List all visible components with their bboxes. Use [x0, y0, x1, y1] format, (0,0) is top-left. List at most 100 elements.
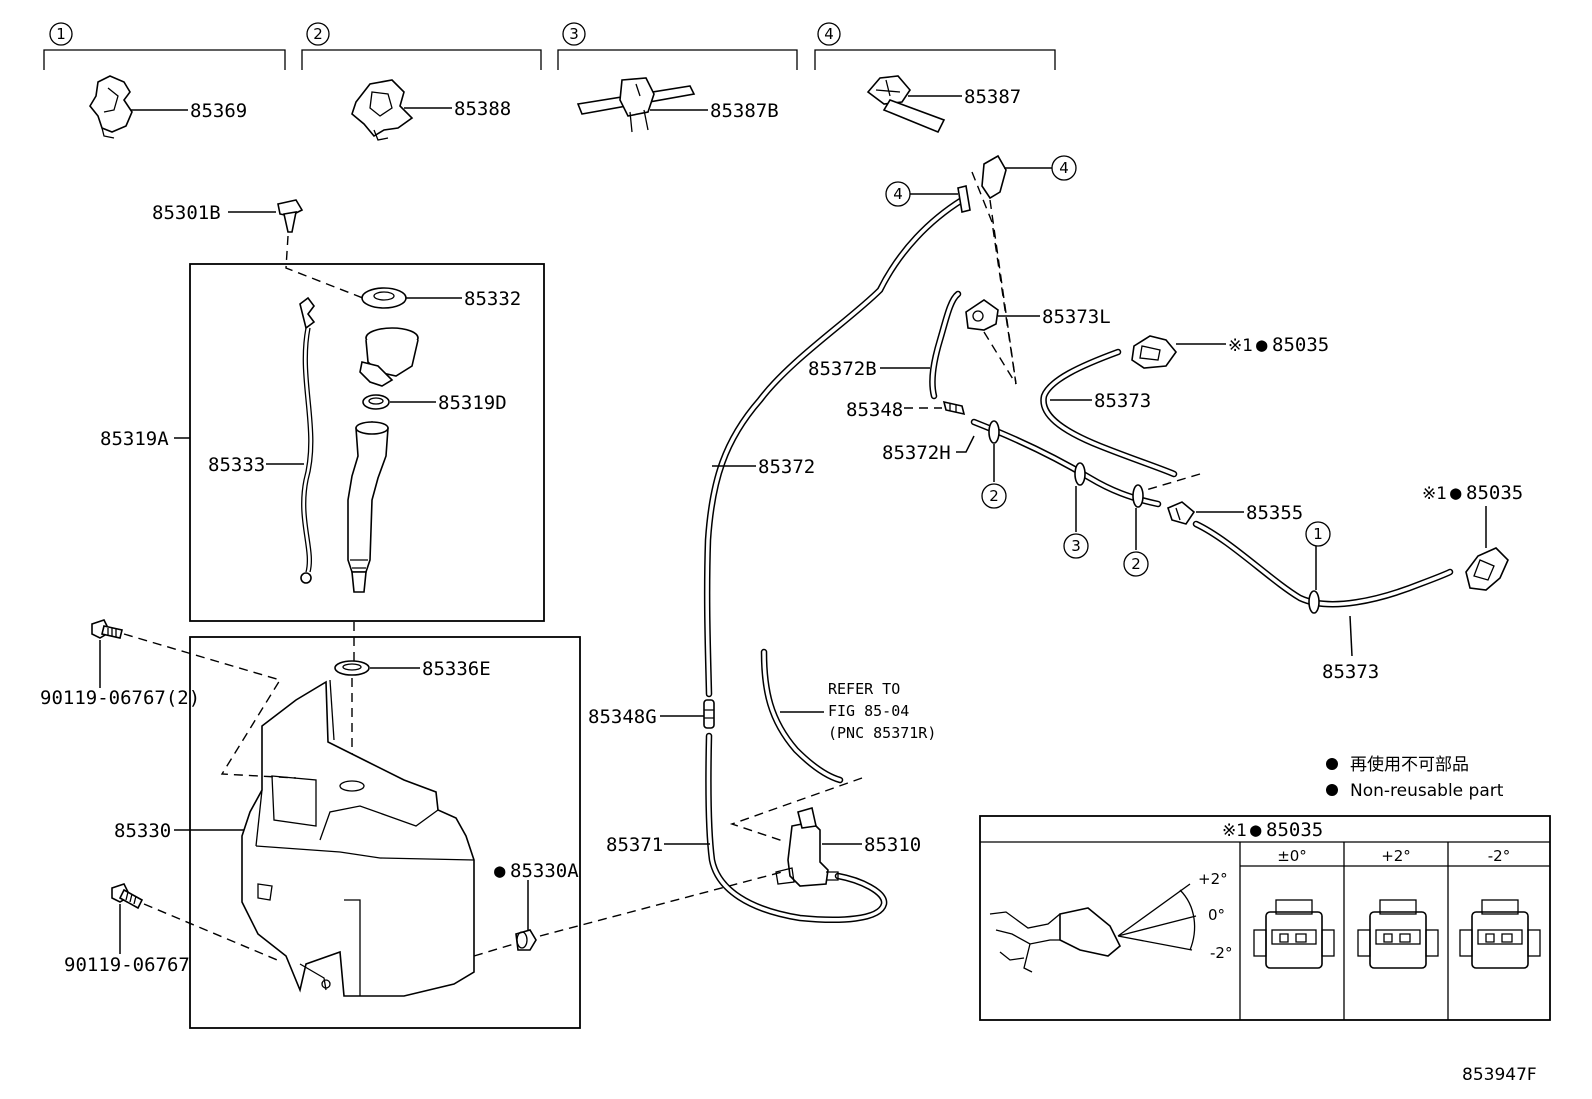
callout-label: 3	[1071, 537, 1081, 555]
nonreusable-mark-85035-right: ●	[1450, 482, 1462, 504]
callout-label: 2	[1131, 555, 1141, 573]
joint-85348G-drawing	[703, 699, 715, 729]
inset-angle-minus2: -2°	[1210, 944, 1232, 962]
dash-85373L	[983, 331, 1017, 385]
reservoir-85330-drawing	[241, 679, 475, 997]
refer-note-line3: (PNC 85371R)	[828, 724, 936, 742]
dash-85301B	[285, 235, 369, 301]
dash-bolt-upper	[123, 633, 297, 779]
part-85387B: 85387B	[710, 100, 779, 122]
part-90119-06767: 90119-06767	[64, 954, 190, 976]
filler-assembly-box	[189, 263, 545, 622]
clip-85387-drawing	[866, 75, 946, 134]
callout-4-left: 4	[885, 181, 958, 207]
legend: 再使用不可部品 Non-reusable part	[1326, 754, 1504, 801]
clip-1-drawing	[1308, 590, 1320, 614]
inset-nozzle-side	[1059, 907, 1121, 957]
part-85310: 85310	[864, 834, 921, 856]
part-85319D: 85319D	[438, 392, 507, 414]
inset-front-view-0	[1253, 899, 1335, 969]
joint-85348-drawing	[942, 400, 966, 416]
callout-2-a: 2	[981, 483, 1007, 509]
callout-label: 4	[1059, 159, 1069, 177]
part-85373-top: 85373	[1094, 390, 1151, 412]
inset-title-part: 85035	[1266, 819, 1323, 841]
inset-85035: ※1 ● 85035 ±0° +2° -2° +2° 0° -2°	[979, 815, 1551, 1021]
inset-title-dot: ●	[1250, 819, 1262, 841]
bolt-lower-drawing	[111, 883, 144, 910]
clip-top-4-drawing	[957, 154, 1007, 213]
part-85336E: 85336E	[422, 658, 491, 680]
dash-clip4-b	[971, 171, 1017, 385]
grommet-85330A-drawing	[515, 929, 537, 951]
part-85301B: 85301B	[152, 202, 221, 224]
hose-85372B	[929, 290, 962, 400]
part-85372B: 85372B	[808, 358, 877, 380]
grommet-85336E-drawing	[334, 660, 370, 676]
part-85330A: 85330A	[510, 860, 579, 882]
figure-id: 853947F	[1462, 1065, 1537, 1085]
part-85348G: 85348G	[588, 706, 657, 728]
part-85330: 85330	[114, 820, 171, 842]
callout-3: 3	[1063, 533, 1089, 559]
leader-85373-bottom	[1349, 615, 1353, 657]
inset-front-view-1	[1357, 899, 1439, 969]
part-85332: 85332	[464, 288, 521, 310]
refmark-85035-top: ※1	[1228, 336, 1253, 356]
callout-2-b: 2	[1123, 551, 1149, 577]
nozzle-85373L-drawing	[965, 299, 999, 331]
reservoir-box	[189, 636, 581, 1029]
refer-note-line1: REFER TO	[828, 680, 900, 698]
hose-85373-bottom	[1192, 520, 1454, 608]
callout-label: 4	[893, 185, 903, 203]
legend-japanese: 再使用不可部品	[1350, 754, 1469, 775]
hose-85373-top	[1040, 348, 1178, 478]
part-85372: 85372	[758, 456, 815, 478]
group-label: 3	[569, 25, 579, 43]
nonreusable-mark-85035-top: ●	[1256, 334, 1268, 356]
inset-title-refmark: ※1	[1222, 821, 1247, 841]
part-85373L: 85373L	[1042, 306, 1111, 328]
part-85035-right: 85035	[1466, 482, 1523, 504]
level-gauge-85333-drawing	[299, 296, 316, 584]
part-90119-06767-2: 90119-06767(2)	[40, 687, 200, 709]
part-85387: 85387	[964, 86, 1021, 108]
group-header-1: 1	[43, 22, 286, 70]
clip-85387B-drawing	[576, 77, 696, 133]
part-85348: 85348	[846, 399, 903, 421]
nozzle-85035-top-drawing	[1131, 335, 1178, 369]
clip-2-b-drawing	[1132, 484, 1144, 508]
part-85371: 85371	[606, 834, 663, 856]
joint-85355-drawing	[1167, 501, 1196, 525]
inset-col-1: +2°	[1381, 847, 1411, 865]
group-header-3: 3	[557, 22, 798, 70]
inset-angle-plus2: +2°	[1198, 870, 1228, 888]
refer-note-line2: FIG 85-04	[828, 702, 909, 720]
group-label: 1	[56, 25, 66, 43]
cap-85332-drawing	[361, 287, 407, 309]
callout-label: 2	[989, 487, 999, 505]
clip-3-drawing	[1074, 462, 1086, 486]
part-85035-top: 85035	[1272, 334, 1329, 356]
filler-neck-drawing	[347, 421, 389, 593]
dash-grommet-pump	[539, 871, 783, 937]
part-85333: 85333	[208, 454, 265, 476]
dash-bolt-lower	[143, 903, 283, 963]
bolt-upper-drawing	[91, 619, 123, 639]
part-85373-bottom: 85373	[1322, 661, 1379, 683]
inset-angle-zero: 0°	[1208, 906, 1225, 924]
clip-2-a-drawing	[988, 420, 1000, 444]
callout-label: 1	[1313, 525, 1323, 543]
leader-85372H	[956, 435, 975, 453]
clip-85388-drawing	[351, 79, 414, 141]
inset-angle-fan	[1117, 883, 1197, 951]
callout-4-right: 4	[1004, 155, 1077, 181]
dash-tank-grommet	[473, 943, 515, 957]
dash-refer-pump	[729, 777, 863, 843]
clip-85301B-drawing	[277, 199, 304, 233]
legend-english: Non-reusable part	[1350, 781, 1504, 801]
group-label: 2	[313, 25, 323, 43]
dash-85373-top	[1145, 473, 1201, 491]
group-header-2: 2	[301, 22, 542, 70]
